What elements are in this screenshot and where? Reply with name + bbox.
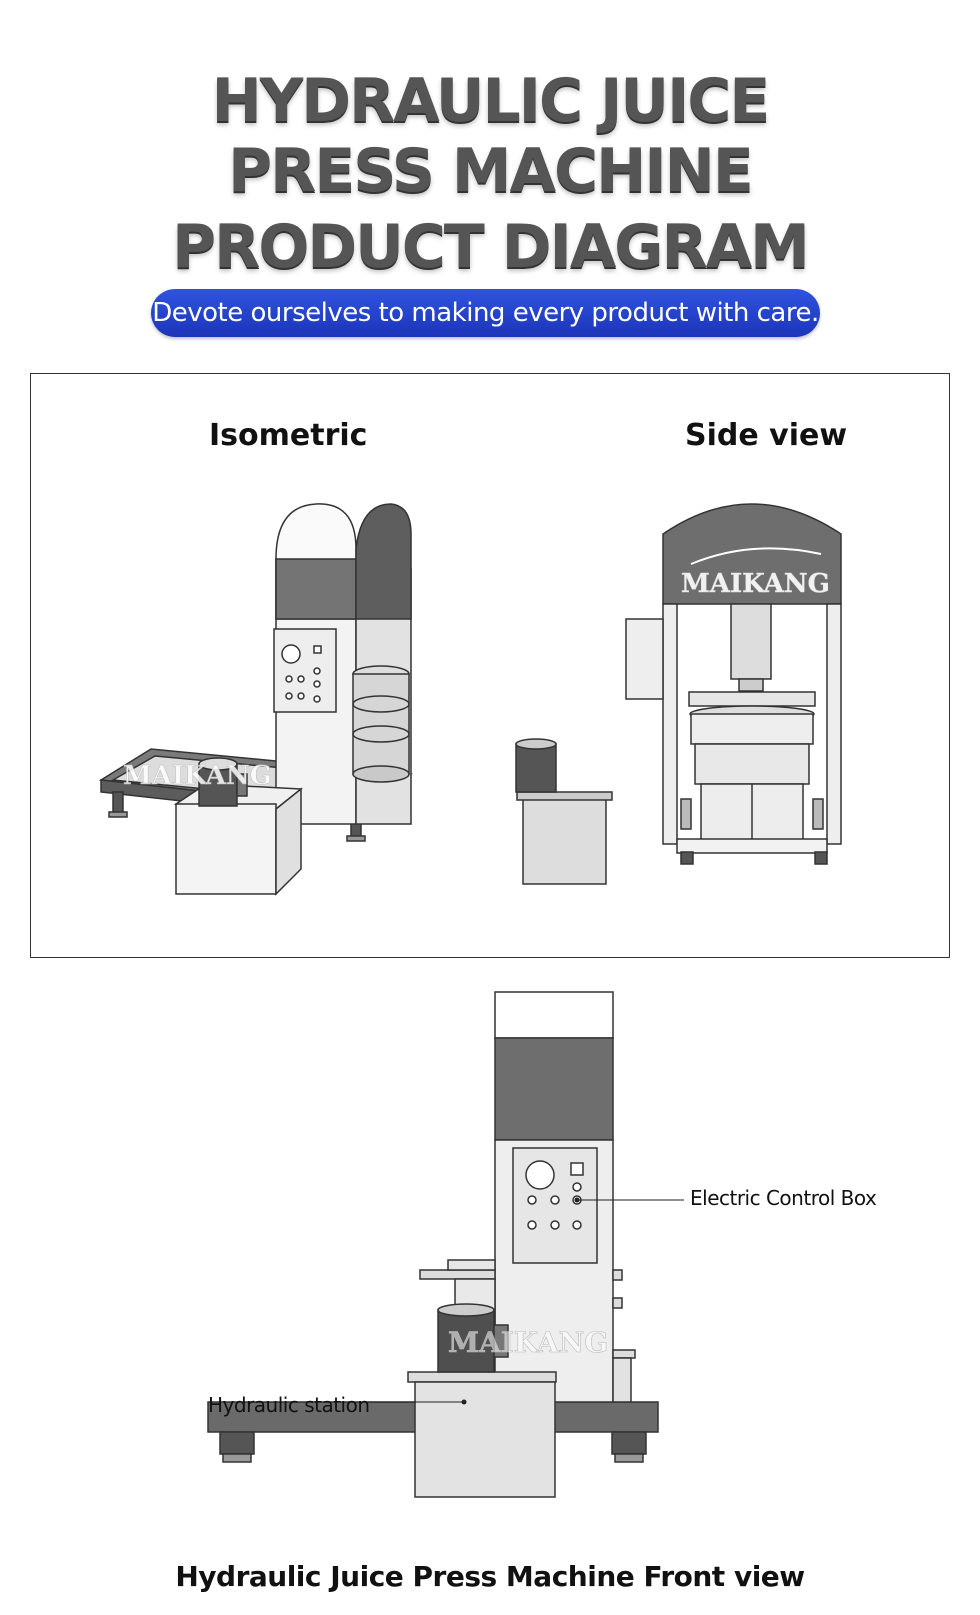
- views-drawing: MAIKANG: [98, 503, 842, 896]
- side-view-label: Side view: [685, 418, 848, 453]
- page-title: HYDRAULIC JUICE PRESS MACHINE PRODUCT DI…: [0, 66, 980, 282]
- isometric-machine: [98, 503, 413, 896]
- callout-hydraulic-station: Hydraulic station: [208, 1393, 370, 1417]
- front-view-caption: Hydraulic Juice Press Machine Front view: [175, 1560, 805, 1593]
- watermark-front: MAIKANG: [448, 1326, 608, 1359]
- watermark-swoosh-icon: [690, 547, 822, 565]
- front-view-drawing: MAIKANG: [207, 991, 684, 1498]
- views-panel: Isometric Side view: [30, 373, 950, 958]
- isometric-label: Isometric: [209, 418, 368, 453]
- title-line-1: HYDRAULIC JUICE: [211, 66, 771, 136]
- side-view-machine: [515, 503, 842, 885]
- callout-electric-control-box: Electric Control Box: [690, 1186, 877, 1210]
- watermark-side: MAIKANG: [681, 569, 830, 599]
- tagline-banner: Devote ourselves to making every product…: [151, 289, 820, 337]
- title-line-3: PRODUCT DIAGRAM: [172, 212, 810, 282]
- title-line-2: PRESS MACHINE: [228, 136, 754, 206]
- front-view: MAIKANG: [0, 980, 980, 1540]
- watermark-isometric: MAIKANG: [123, 761, 272, 791]
